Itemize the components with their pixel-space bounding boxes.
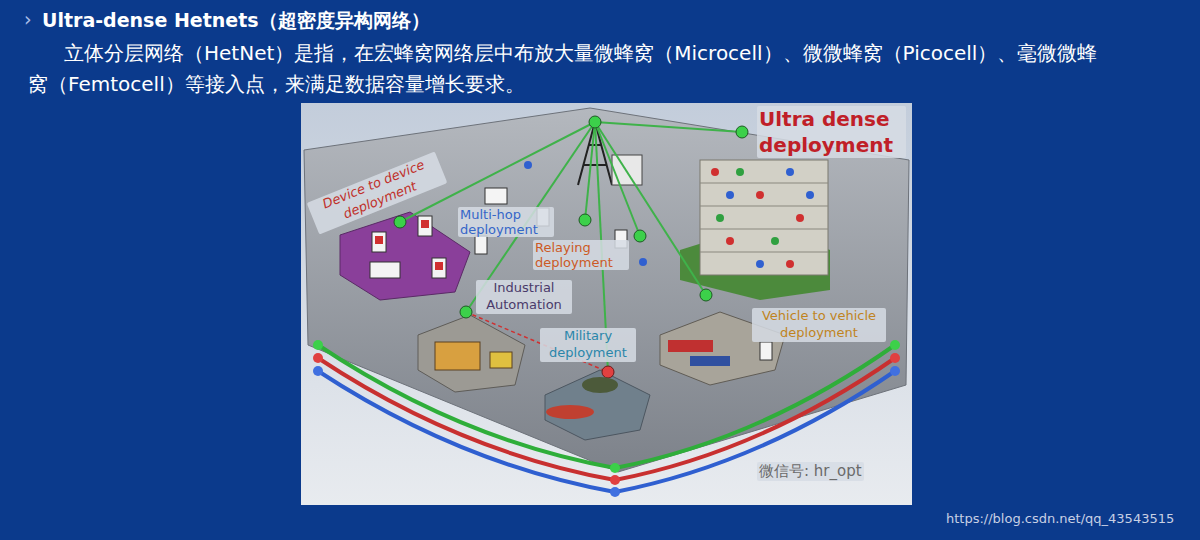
multi-hop-label: Multi-hop deployment <box>458 207 554 237</box>
relaying-label: Relaying deployment <box>533 240 629 270</box>
v2v-pad: Vehicle to vehicle deployment <box>752 308 886 342</box>
watermark: 微信号: hr_opt <box>757 462 864 481</box>
bullet-mark: › <box>24 8 32 30</box>
d2d-pad: Device to device deployment <box>308 176 446 210</box>
pad-label: Industrial Automation <box>476 280 572 314</box>
ultra-dense-label: Ultra dense deployment <box>757 106 906 158</box>
military-pad: Military deployment <box>540 328 636 362</box>
body-text: 立体分层网络（HetNet）是指，在宏蜂窝网络层中布放大量微蜂窝（Microce… <box>28 38 1108 100</box>
footer-url: https://blog.csdn.net/qq_43543515 <box>946 511 1174 526</box>
industrial-pad: Industrial Automation <box>476 280 572 314</box>
pad-label: Vehicle to vehicle deployment <box>752 308 886 342</box>
slide-title: Ultra-dense Hetnets（超密度异构网络） <box>42 8 430 34</box>
pad-label: Military deployment <box>540 328 636 362</box>
